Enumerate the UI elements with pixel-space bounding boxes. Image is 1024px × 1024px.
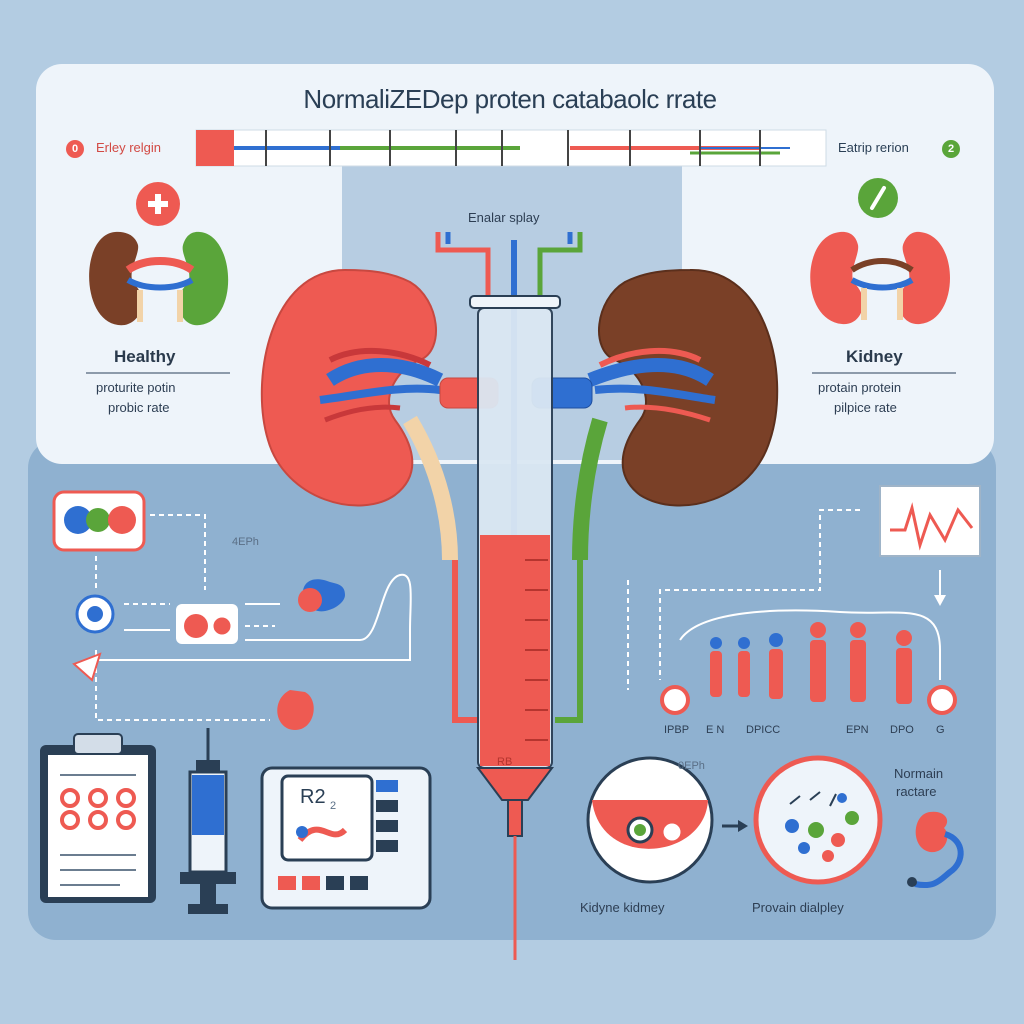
large-syringe (469, 295, 561, 960)
healthy-heading: Healthy (114, 347, 176, 366)
small-syringe-icon (180, 728, 236, 914)
people-label-6: G (936, 724, 945, 736)
page-title: NormaliZEDep proten catabaolc rrate (303, 84, 717, 114)
clipboard-icon (40, 733, 156, 903)
kidney-line-2: pilpice rate (834, 400, 897, 415)
kidney-cross-section-icon (586, 756, 748, 884)
people-label-3: DPICC (746, 724, 781, 736)
check-icon (858, 178, 898, 218)
damaged-kidney-pair-icon (810, 231, 950, 325)
people-figures (710, 622, 912, 704)
people-label-5: DPO (890, 724, 914, 736)
people-label-4: EPN (846, 724, 869, 736)
left-region-badge: 0 (66, 140, 84, 158)
healthy-kidney-pair-icon (89, 231, 229, 326)
large-brown-kidney (531, 268, 779, 561)
normal-label-2: ractare (896, 784, 937, 799)
right-region-badge: 2 (942, 140, 960, 158)
right-flow-label: 0EPh (678, 760, 705, 772)
right-region-label: Eatrip rerion (838, 140, 909, 155)
center-label: Enalar splay (468, 210, 540, 225)
plus-icon (136, 182, 180, 226)
healthy-line-1: proturite potin (96, 380, 176, 395)
left-flow-diagram (52, 490, 412, 730)
kidney-line-1: protain protein (818, 380, 902, 395)
healthy-line-2: probic rate (108, 400, 170, 415)
people-label-2: E N (706, 724, 725, 736)
right-flow-diagram (627, 485, 981, 715)
people-label-1: IPBP (664, 724, 690, 736)
small-kidney-icon (907, 811, 964, 888)
normal-label-1: Normain (894, 766, 944, 781)
region-bar (195, 129, 827, 167)
monitor-label: R2 (300, 786, 326, 808)
left-flow-label: 4EPh (232, 536, 259, 548)
syringe-tick-label: RB (497, 756, 513, 768)
large-red-kidney (260, 268, 499, 561)
kidney-heading: Kidney (846, 347, 903, 366)
protein-dialysis-icon (753, 755, 883, 885)
dialysis-monitor-icon (260, 766, 432, 910)
left-region-label: Erley relgin (96, 140, 162, 155)
bottom-right-label: Provain dialpley (752, 900, 844, 915)
monitor-sub-label: 2 (330, 800, 337, 812)
bottom-left-label: Kidyne kidmey (580, 900, 665, 915)
